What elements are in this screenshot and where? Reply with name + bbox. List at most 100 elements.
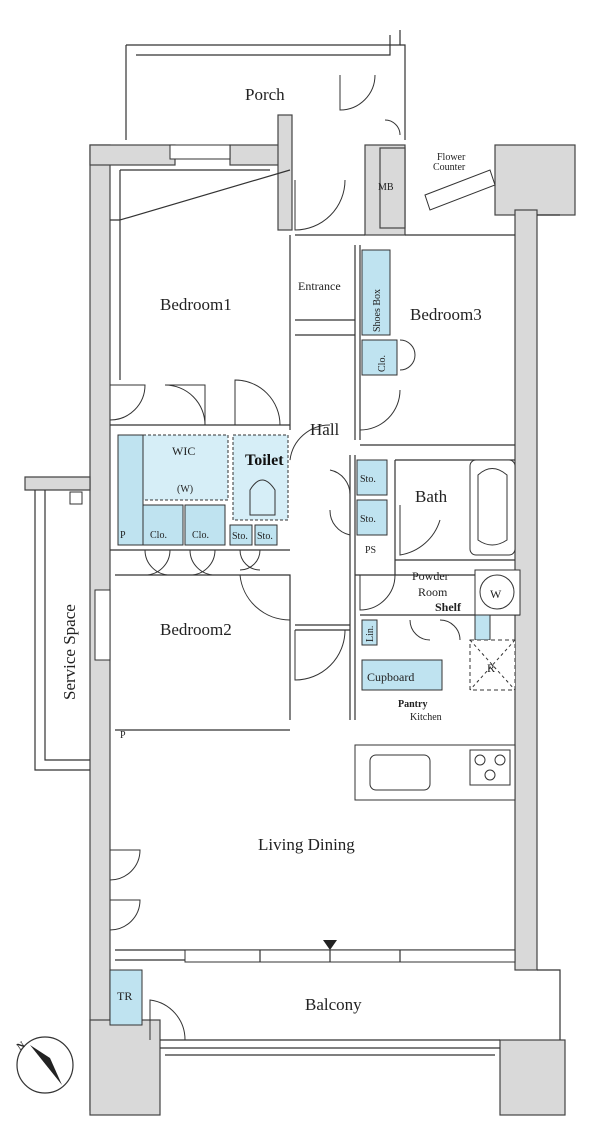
label-wic: WIC xyxy=(172,444,195,458)
service-space-drain xyxy=(69,491,83,505)
washing-machine xyxy=(474,569,521,616)
window-living xyxy=(184,949,516,963)
label-shelf: Shelf xyxy=(435,600,462,614)
closet-1 xyxy=(142,504,184,546)
balcony-door xyxy=(149,999,186,1041)
label-bedroom2: Bedroom2 xyxy=(160,620,232,639)
porch-door-right xyxy=(384,119,401,136)
clo-b3-door xyxy=(399,339,416,371)
kitchen-sink xyxy=(369,754,431,791)
label-pantry: Pantry xyxy=(398,699,427,710)
window-living-mullions xyxy=(259,950,401,962)
label-flower-counter-2: Counter xyxy=(433,162,466,173)
bedroom2-walls xyxy=(115,574,291,731)
label-cupboard: Cupboard xyxy=(367,670,414,684)
flower-counter-window xyxy=(424,169,496,211)
label-living-dining: Living Dining xyxy=(258,835,355,854)
bedroom3-door xyxy=(359,389,401,431)
storage-4 xyxy=(356,499,388,536)
compass-circle xyxy=(16,1036,74,1094)
living-door-1 xyxy=(109,849,141,881)
window-bedroom1 xyxy=(169,144,231,160)
trunk-room xyxy=(109,969,143,1026)
porch-door-top xyxy=(339,74,376,111)
bedroom1-window-door xyxy=(109,384,146,421)
outer-wall-bottom-left xyxy=(89,1019,161,1116)
bedroom3-closet xyxy=(361,339,398,376)
entrance-walls xyxy=(295,234,365,336)
label-balcony: Balcony xyxy=(305,995,362,1014)
burner-3-icon xyxy=(484,769,496,781)
bedroom2-door-arc xyxy=(239,574,291,621)
label-powder-room-1: Powder xyxy=(412,569,449,583)
bath-walls xyxy=(394,460,515,575)
label-tr: TR xyxy=(117,989,132,1003)
bedroom1-door xyxy=(234,379,281,426)
bath-door xyxy=(399,505,441,556)
meter-box xyxy=(379,147,406,229)
label-sto2: Sto. xyxy=(257,531,273,542)
pantry-doors xyxy=(409,619,461,641)
label-powder-room-2: Room xyxy=(418,585,448,599)
label-bedroom1: Bedroom1 xyxy=(160,295,232,314)
label-bedroom3: Bedroom3 xyxy=(410,305,482,324)
label-clo2: Clo. xyxy=(192,530,209,541)
service-space-rail xyxy=(34,490,90,771)
porch-fence-right xyxy=(400,44,406,140)
wic-door xyxy=(164,384,206,426)
linen-cabinet xyxy=(361,619,378,646)
label-ps: PS xyxy=(365,545,376,556)
storage-3 xyxy=(356,459,388,496)
toilet-bowl xyxy=(249,479,276,516)
bedroom2-door-wall xyxy=(295,624,350,631)
label-north: N xyxy=(15,1039,28,1053)
label-sto1: Sto. xyxy=(232,531,248,542)
outer-wall-top-left xyxy=(89,144,176,166)
window-bedroom2 xyxy=(94,589,111,661)
burner-2-icon xyxy=(494,754,506,766)
right-edge-line xyxy=(537,214,561,1040)
label-clo1: Clo. xyxy=(150,530,167,541)
storage-2 xyxy=(254,524,278,546)
cupboard xyxy=(361,659,443,691)
label-w: W xyxy=(490,587,502,601)
compass-arrow-icon xyxy=(30,1045,62,1085)
outer-wall-top-right xyxy=(494,144,576,216)
bedroom3-bottom-wall xyxy=(360,444,515,461)
label-r: R xyxy=(487,661,495,675)
closet-doors xyxy=(144,549,216,576)
toilet-area xyxy=(232,434,289,521)
label-sto3: Sto. xyxy=(360,474,376,485)
label-shoes-box: Shoes Box xyxy=(372,289,383,332)
bathtub xyxy=(469,459,516,556)
washer-drum xyxy=(479,574,515,610)
label-wic-w: (W) xyxy=(177,484,193,495)
outer-wall-bottom-right xyxy=(499,1039,566,1116)
label-mb: MB xyxy=(378,182,394,193)
label-kitchen: Kitchen xyxy=(410,712,442,723)
toilet-door xyxy=(289,424,331,461)
bedroom2-hall-door xyxy=(294,629,346,681)
fridge-cross xyxy=(469,639,516,691)
powder-room-door xyxy=(359,574,396,611)
label-bath: Bath xyxy=(415,487,448,506)
shoes-box xyxy=(361,249,391,336)
living-door-2 xyxy=(109,899,141,931)
label-sto4: Sto. xyxy=(360,514,376,525)
label-clo-b3: Clo. xyxy=(377,355,388,372)
label-toilet: Toilet xyxy=(245,452,284,469)
service-space-top xyxy=(24,476,91,491)
bath-left-wall xyxy=(349,455,356,720)
storage-doors xyxy=(239,549,261,571)
label-entrance: Entrance xyxy=(298,279,341,293)
bedroom1-wall xyxy=(110,169,291,380)
label-porch: Porch xyxy=(245,85,285,104)
bathtub-inner xyxy=(477,468,508,546)
sto-doors xyxy=(329,469,351,536)
burner-1-icon xyxy=(474,754,486,766)
closet-2 xyxy=(184,504,226,546)
porch-divider-wall xyxy=(277,114,293,231)
wic-shelf xyxy=(117,434,144,546)
label-flower-counter-1: Flower xyxy=(437,152,466,163)
